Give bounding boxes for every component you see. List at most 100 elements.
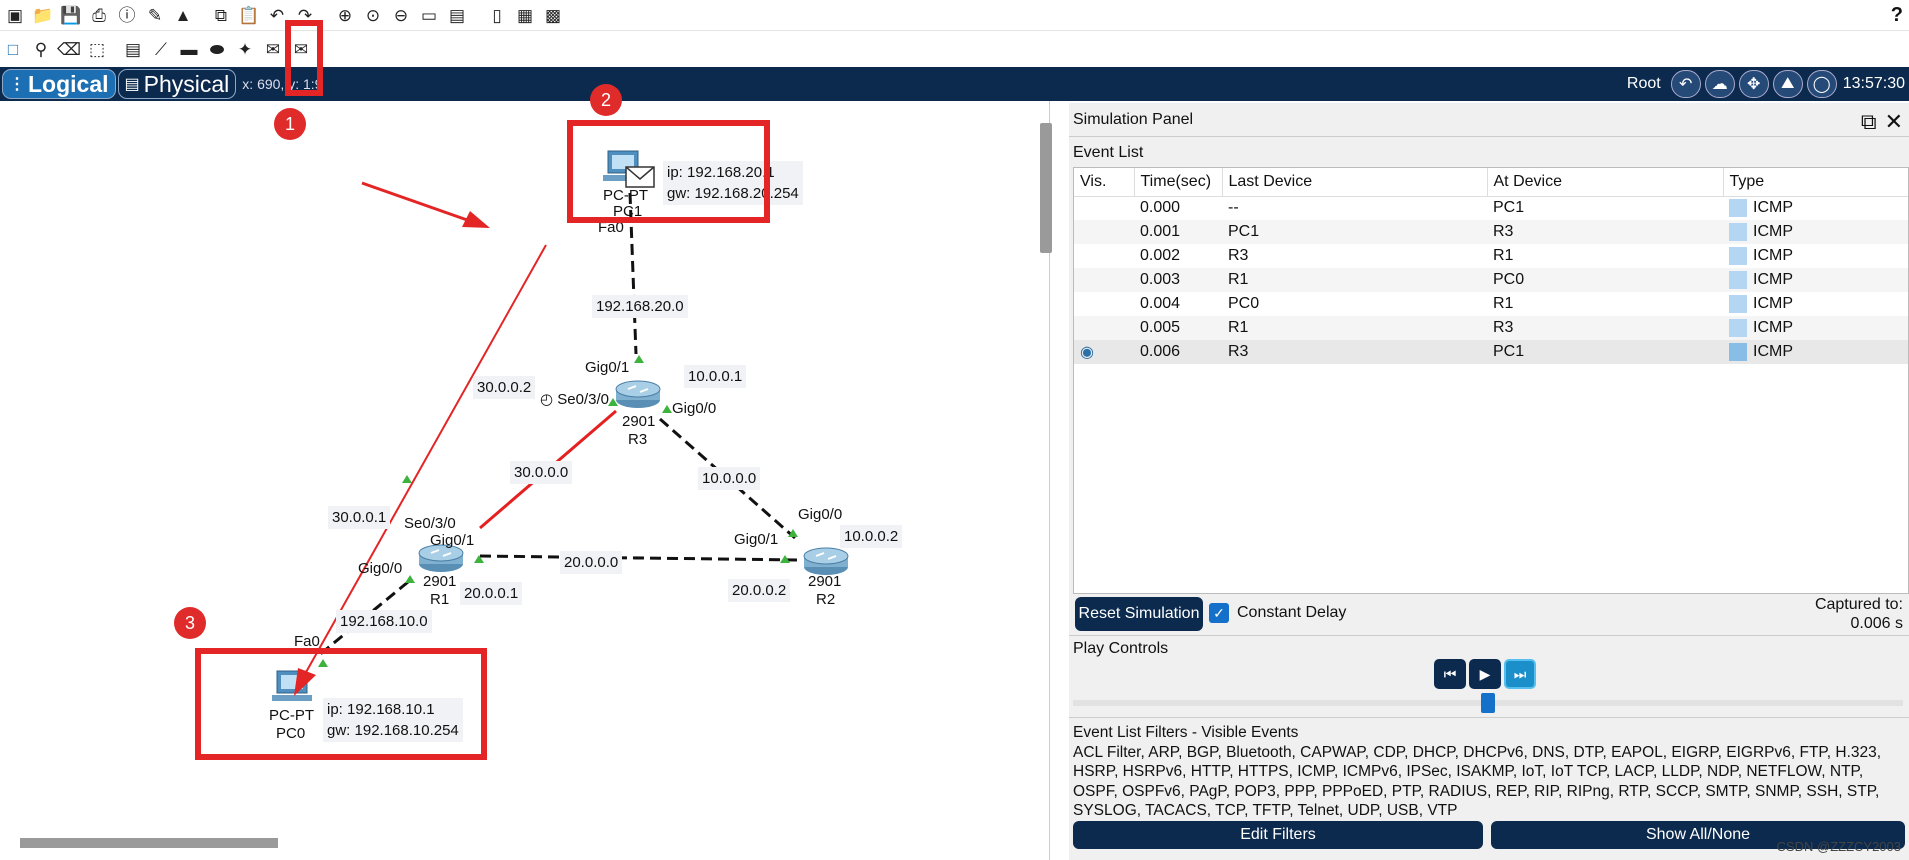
reset-simulation-button[interactable]: Reset Simulation (1075, 597, 1203, 631)
play-icon[interactable]: ▶ (1469, 659, 1501, 689)
link-r1-r2 (479, 554, 801, 562)
event-color-swatch[interactable] (1729, 199, 1747, 218)
col-time[interactable]: Time(sec) (1134, 168, 1223, 197)
annotation-marker-1: 1 (274, 108, 306, 140)
event-vis (1074, 316, 1134, 340)
logical-workspace[interactable]: PC-PT PC1 Fa0 ip: 192.168.20.1 gw: 192.1… (0, 101, 1050, 860)
help-icon[interactable]: ? (1890, 4, 1903, 26)
event-last: R1 (1222, 268, 1487, 292)
custom-devices-dialog-icon[interactable]: ▤ (448, 5, 466, 25)
r3-se030-label: ◴ Se0/3/0 (540, 391, 609, 408)
save-icon[interactable]: 💾 (60, 5, 82, 25)
workspace-horizontal-scrollbar[interactable] (20, 838, 278, 848)
event-color-swatch[interactable] (1729, 294, 1747, 313)
net-20-0-0-0: 20.0.0.0 (560, 551, 623, 574)
rectangle-icon[interactable]: ▬ (180, 39, 198, 59)
event-type-text: ICMP (1753, 199, 1793, 217)
col-at-device[interactable]: At Device (1487, 168, 1724, 197)
drawing-palette-icon[interactable]: ▭ (420, 5, 438, 25)
event-color-swatch[interactable] (1729, 318, 1747, 337)
select-icon[interactable]: □ (7, 39, 19, 59)
undock-icon[interactable]: ⧉ (1860, 109, 1877, 134)
custom-device-icon[interactable]: ▲ (174, 5, 192, 25)
col-type[interactable]: Type (1723, 168, 1908, 197)
event-row[interactable]: 0.004 PC0 R1 ICMP (1074, 292, 1908, 316)
constant-delay-checkbox[interactable]: ✓ (1209, 603, 1229, 623)
redo-icon[interactable]: ↷ (297, 5, 313, 25)
cloud-icon[interactable]: ☁ (1704, 70, 1735, 98)
resize-icon[interactable]: ⬚ (88, 39, 106, 59)
undo-icon[interactable]: ↶ (269, 5, 285, 25)
viewport-globe-icon[interactable]: ◯ (1806, 70, 1837, 98)
edit-filters-button[interactable]: Edit Filters (1073, 821, 1483, 849)
event-color-swatch[interactable] (1729, 342, 1747, 361)
show-all-none-button[interactable]: Show All/None (1491, 821, 1905, 849)
add-complex-pdu-icon[interactable]: ✉ (293, 39, 309, 59)
notes-icon[interactable]: ▯ (492, 5, 502, 25)
line-icon[interactable]: ⟋ (155, 39, 167, 59)
r3-ip-10: 10.0.0.1 (684, 365, 747, 388)
freeform-icon[interactable]: ✦ (237, 39, 253, 59)
paste-icon[interactable]: 📋 (238, 5, 260, 25)
event-at: R3 (1487, 316, 1723, 340)
event-vis (1074, 244, 1134, 268)
activity-wizard-icon[interactable]: ✎ (147, 5, 163, 25)
event-row[interactable]: 0.001 PC1 R3 ICMP (1074, 220, 1908, 244)
event-at: R1 (1493, 295, 1514, 312)
link-up-indicator (474, 555, 484, 563)
event-time: 0.005 (1134, 316, 1222, 340)
note-icon[interactable]: ▤ (124, 39, 142, 59)
step-forward-icon[interactable]: ⏭ (1504, 659, 1536, 689)
zoom-out-icon[interactable]: ⊖ (393, 5, 409, 25)
physical-tab[interactable]: ▤ Physical (117, 69, 237, 99)
event-vis (1074, 196, 1134, 220)
r3-gig01-label: Gig0/1 (585, 359, 630, 376)
close-icon[interactable]: ✕ (1884, 109, 1903, 134)
router-r3-icon[interactable] (615, 380, 661, 408)
add-simple-pdu-icon[interactable]: ✉ (265, 39, 281, 59)
event-type: ICMP (1723, 196, 1908, 220)
open-folder-icon[interactable]: 📁 (32, 5, 54, 25)
logical-label: Logical (28, 70, 109, 97)
info-icon[interactable]: ⓘ (118, 5, 136, 25)
filters-title: Event List Filters - Visible Events (1073, 724, 1299, 741)
col-vis[interactable]: Vis. (1074, 168, 1135, 197)
clock-time: 13:57:30 (1842, 75, 1905, 92)
event-type-text: ICMP (1753, 247, 1793, 265)
new-file-icon[interactable]: ▣ (6, 5, 24, 25)
cluster-icon[interactable]: ▦ (516, 5, 534, 25)
eye-icon[interactable]: ◉ (1080, 344, 1094, 361)
event-row[interactable]: 0.003 R1 PC0 ICMP (1074, 268, 1908, 292)
event-type: ICMP (1723, 220, 1908, 244)
r1-model-label: 2901 (423, 573, 457, 590)
logical-tab[interactable]: ⋮ Logical (2, 69, 116, 99)
background-image-icon[interactable]: ⛰ (1772, 70, 1803, 98)
step-back-icon[interactable]: ⏮ (1434, 659, 1466, 689)
workspace-vertical-scrollbar[interactable] (1040, 123, 1052, 253)
move-icon[interactable]: ✥ (1738, 70, 1769, 98)
event-color-swatch[interactable] (1729, 246, 1747, 265)
constant-delay-option[interactable]: ✓ Constant Delay (1209, 603, 1346, 623)
event-color-swatch[interactable] (1729, 222, 1747, 241)
r2-ip-20: 20.0.0.2 (728, 579, 791, 602)
inspect-icon[interactable]: ⚲ (34, 39, 48, 59)
filters-list: ACL Filter, ARP, BGP, Bluetooth, CAPWAP,… (1073, 743, 1882, 820)
event-row[interactable]: 0.005 R1 R3 ICMP (1074, 316, 1908, 340)
col-last-device[interactable]: Last Device (1222, 168, 1488, 197)
ellipse-icon[interactable]: ⬬ (209, 39, 225, 59)
zoom-in-icon[interactable]: ⊕ (337, 5, 353, 25)
event-row[interactable]: 0.000 -- PC1 ICMP (1074, 196, 1908, 220)
router-r1-icon[interactable] (418, 544, 464, 572)
viewport-icon[interactable]: ▩ (544, 5, 562, 25)
event-row-current[interactable]: ◉ 0.006 R3 PC1 ICMP (1074, 340, 1908, 364)
router-r2-icon[interactable] (803, 547, 849, 575)
print-icon[interactable]: ⎙ (92, 5, 106, 25)
copy-icon[interactable]: ⧉ (214, 5, 228, 25)
event-at: PC1 (1493, 199, 1525, 217)
zoom-reset-icon[interactable]: ⊙ (365, 5, 381, 25)
event-row[interactable]: 0.002 R3 R1 ICMP (1074, 244, 1908, 268)
delete-icon[interactable]: ⌫ (56, 39, 82, 59)
play-speed-slider[interactable] (1481, 693, 1495, 713)
back-icon[interactable]: ↶ (1670, 70, 1701, 98)
event-color-swatch[interactable] (1729, 270, 1747, 289)
